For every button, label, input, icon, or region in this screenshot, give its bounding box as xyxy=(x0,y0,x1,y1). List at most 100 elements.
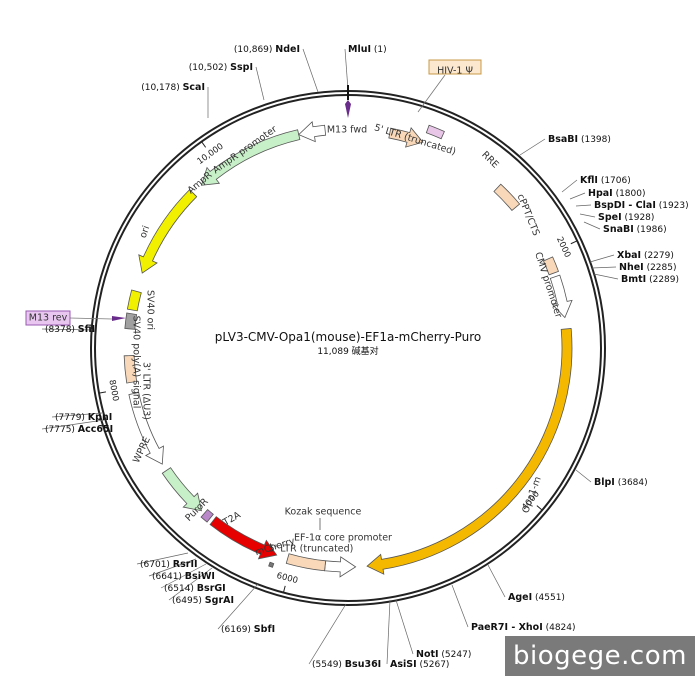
plasmid-title: pLV3-CMV-Opa1(mouse)-EF1a-mCherry-Puro xyxy=(215,330,481,344)
site-leader-line xyxy=(41,419,105,430)
restriction-site-label: NotI (5247) xyxy=(416,649,471,660)
tick-mark xyxy=(536,505,543,511)
restriction-site-label: (6169) SbfI xyxy=(221,624,275,635)
feature-arrow xyxy=(138,189,198,274)
site-leader-line xyxy=(255,66,265,101)
feature-arrow xyxy=(542,256,560,276)
feature-label: ori xyxy=(138,224,153,239)
site-leader-line xyxy=(519,138,546,156)
site-leader-line xyxy=(561,179,578,193)
feature-arrow xyxy=(126,289,142,312)
restriction-site-label: (10,178) ScaI xyxy=(141,82,205,93)
site-leader-line xyxy=(308,603,347,665)
site-leader-line xyxy=(217,583,259,630)
feature-leader xyxy=(69,317,113,320)
primer-m13-rev-mark xyxy=(112,316,126,321)
feature-label: SV40 poly(A) signal xyxy=(131,316,142,409)
feature-arrow xyxy=(209,516,278,560)
feature-label-box xyxy=(428,59,482,75)
site-leader-line xyxy=(593,273,619,280)
restriction-site-label: SnaBI (1986) xyxy=(603,224,667,235)
feature-arrow xyxy=(161,467,202,512)
feature-label: cPPT/CTS xyxy=(515,192,542,237)
feature-arrow xyxy=(493,183,521,212)
restriction-site-label: AsiSI (5267) xyxy=(390,659,449,670)
feature-arrow xyxy=(366,328,573,575)
feature-arrow xyxy=(128,392,164,465)
tick-mark xyxy=(98,391,107,394)
restriction-site-label: MluI (1) xyxy=(348,44,387,55)
site-leader-line xyxy=(386,599,391,665)
feature-arrow xyxy=(200,508,214,523)
restriction-site-label: NheI (2285) xyxy=(619,262,677,273)
restriction-site-label: (5549) Bsu36I xyxy=(312,659,381,670)
site-leader-line xyxy=(41,328,95,331)
restriction-site-label: SpeI (1928) xyxy=(598,212,654,223)
restriction-site-label: (10,869) NdeI xyxy=(234,44,300,55)
restriction-site-label: (8378) SfiI xyxy=(45,324,95,335)
tick-label: 8000 xyxy=(106,379,120,402)
site-leader-line xyxy=(589,254,615,263)
feature-label: HIV-1 Ψ xyxy=(437,66,473,77)
feature-label: RRE xyxy=(479,149,500,170)
primer-m13-fwd-mark xyxy=(345,100,351,118)
site-leader-line xyxy=(51,412,103,418)
restriction-site-label: BspDI - ClaI (1923) xyxy=(594,200,689,211)
restriction-site-label: HpaI (1800) xyxy=(588,188,646,199)
feature-label: SV40 ori xyxy=(145,290,156,330)
feature-arrow xyxy=(549,274,573,319)
restriction-site-label: XbaI (2279) xyxy=(617,250,674,261)
restriction-site-label: PaeR7I - XhoI (4824) xyxy=(471,622,576,633)
restriction-site-label: (6641) BsiWI xyxy=(152,571,215,582)
feature-label: 3' LTR (ΔU3) xyxy=(141,362,152,420)
feature-arrow xyxy=(298,121,327,143)
feature-arrow xyxy=(324,556,357,578)
site-leader-line xyxy=(583,221,601,230)
site-leader-line xyxy=(569,192,586,200)
feature-label: Kozak sequence xyxy=(285,507,362,518)
tick-mark xyxy=(201,141,207,148)
feature-arrow xyxy=(268,561,275,568)
restriction-site-label: BmtI (2289) xyxy=(621,274,679,285)
feature-arrows xyxy=(123,121,573,578)
feature-arrow xyxy=(425,124,445,140)
restriction-site-label: (6701) RsrII xyxy=(140,559,198,570)
feature-label: EF-1α core promoter xyxy=(294,533,392,544)
tick-label: 2000 xyxy=(554,235,572,259)
site-leader-line xyxy=(575,469,592,483)
site-labels: MluI (1) (10,869) NdeI (10,502) SspI (10,17… xyxy=(45,44,689,670)
site-leader-line xyxy=(136,552,189,565)
watermark: biogege.com xyxy=(505,636,695,676)
site-leader-line xyxy=(168,567,213,601)
site-leader-line xyxy=(344,48,349,91)
feature-label: 5' LTR (truncated) xyxy=(373,122,457,157)
tick-mark xyxy=(282,585,286,593)
feature-leader xyxy=(417,74,446,113)
site-leader-line xyxy=(395,599,414,655)
site-leader-line xyxy=(591,266,617,269)
site-leader-line xyxy=(575,204,592,207)
restriction-site-label: (6514) BsrGI xyxy=(164,583,226,594)
restriction-site-label: (7779) KpnI xyxy=(55,412,112,423)
plasmid-size: 11,089 碱基对 xyxy=(317,345,378,357)
restriction-site-label: AgeI (4551) xyxy=(508,592,565,603)
feature-arrow xyxy=(123,355,138,384)
feature-arrow xyxy=(200,129,301,186)
site-leader-line xyxy=(451,584,469,628)
feature-label: 5' LTR (truncated) xyxy=(269,544,354,555)
feature-arrow xyxy=(285,553,327,572)
tick-mark xyxy=(570,240,578,245)
site-leader-line xyxy=(579,213,596,218)
restriction-site-label: (10,502) SspI xyxy=(189,62,253,73)
site-leader-line xyxy=(487,564,506,598)
feature-arrow xyxy=(124,312,138,330)
restriction-site-label: KflI (1706) xyxy=(580,175,631,186)
site-leader-line xyxy=(148,558,197,577)
restriction-site-label: (7775) Acc65I xyxy=(45,424,113,435)
site-leader-lines xyxy=(41,48,619,665)
restriction-site-label: (6495) SgrAI xyxy=(172,595,234,606)
restriction-site-label: BsaBI (1398) xyxy=(548,134,611,145)
tick-label: 6000 xyxy=(275,571,298,586)
